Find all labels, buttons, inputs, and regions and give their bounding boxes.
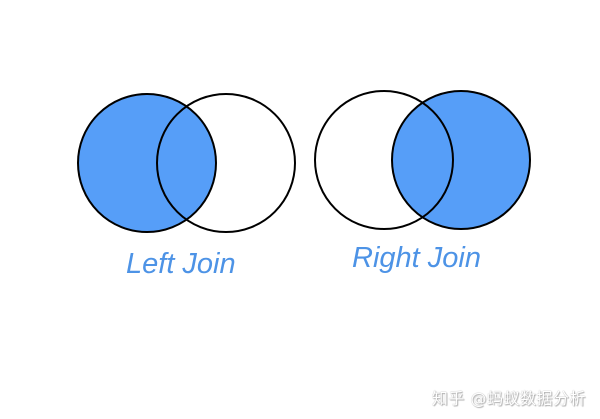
left-join-label: Left Join — [126, 248, 236, 280]
watermark: 知乎 @蚂蚁数据分析 — [431, 389, 586, 408]
left-join-circle-b-outline — [156, 93, 296, 233]
right-join-circle-b-filled — [392, 91, 530, 229]
left-join-diagram — [77, 93, 296, 233]
left-join-circle-a-outline — [77, 93, 217, 233]
right-join-circle-a-outline — [314, 90, 454, 230]
right-join-label: Right Join — [352, 242, 481, 274]
left-join-circle-a-filled — [78, 94, 216, 232]
right-join-circle-b-outline — [391, 90, 531, 230]
right-join-diagram — [314, 90, 531, 230]
